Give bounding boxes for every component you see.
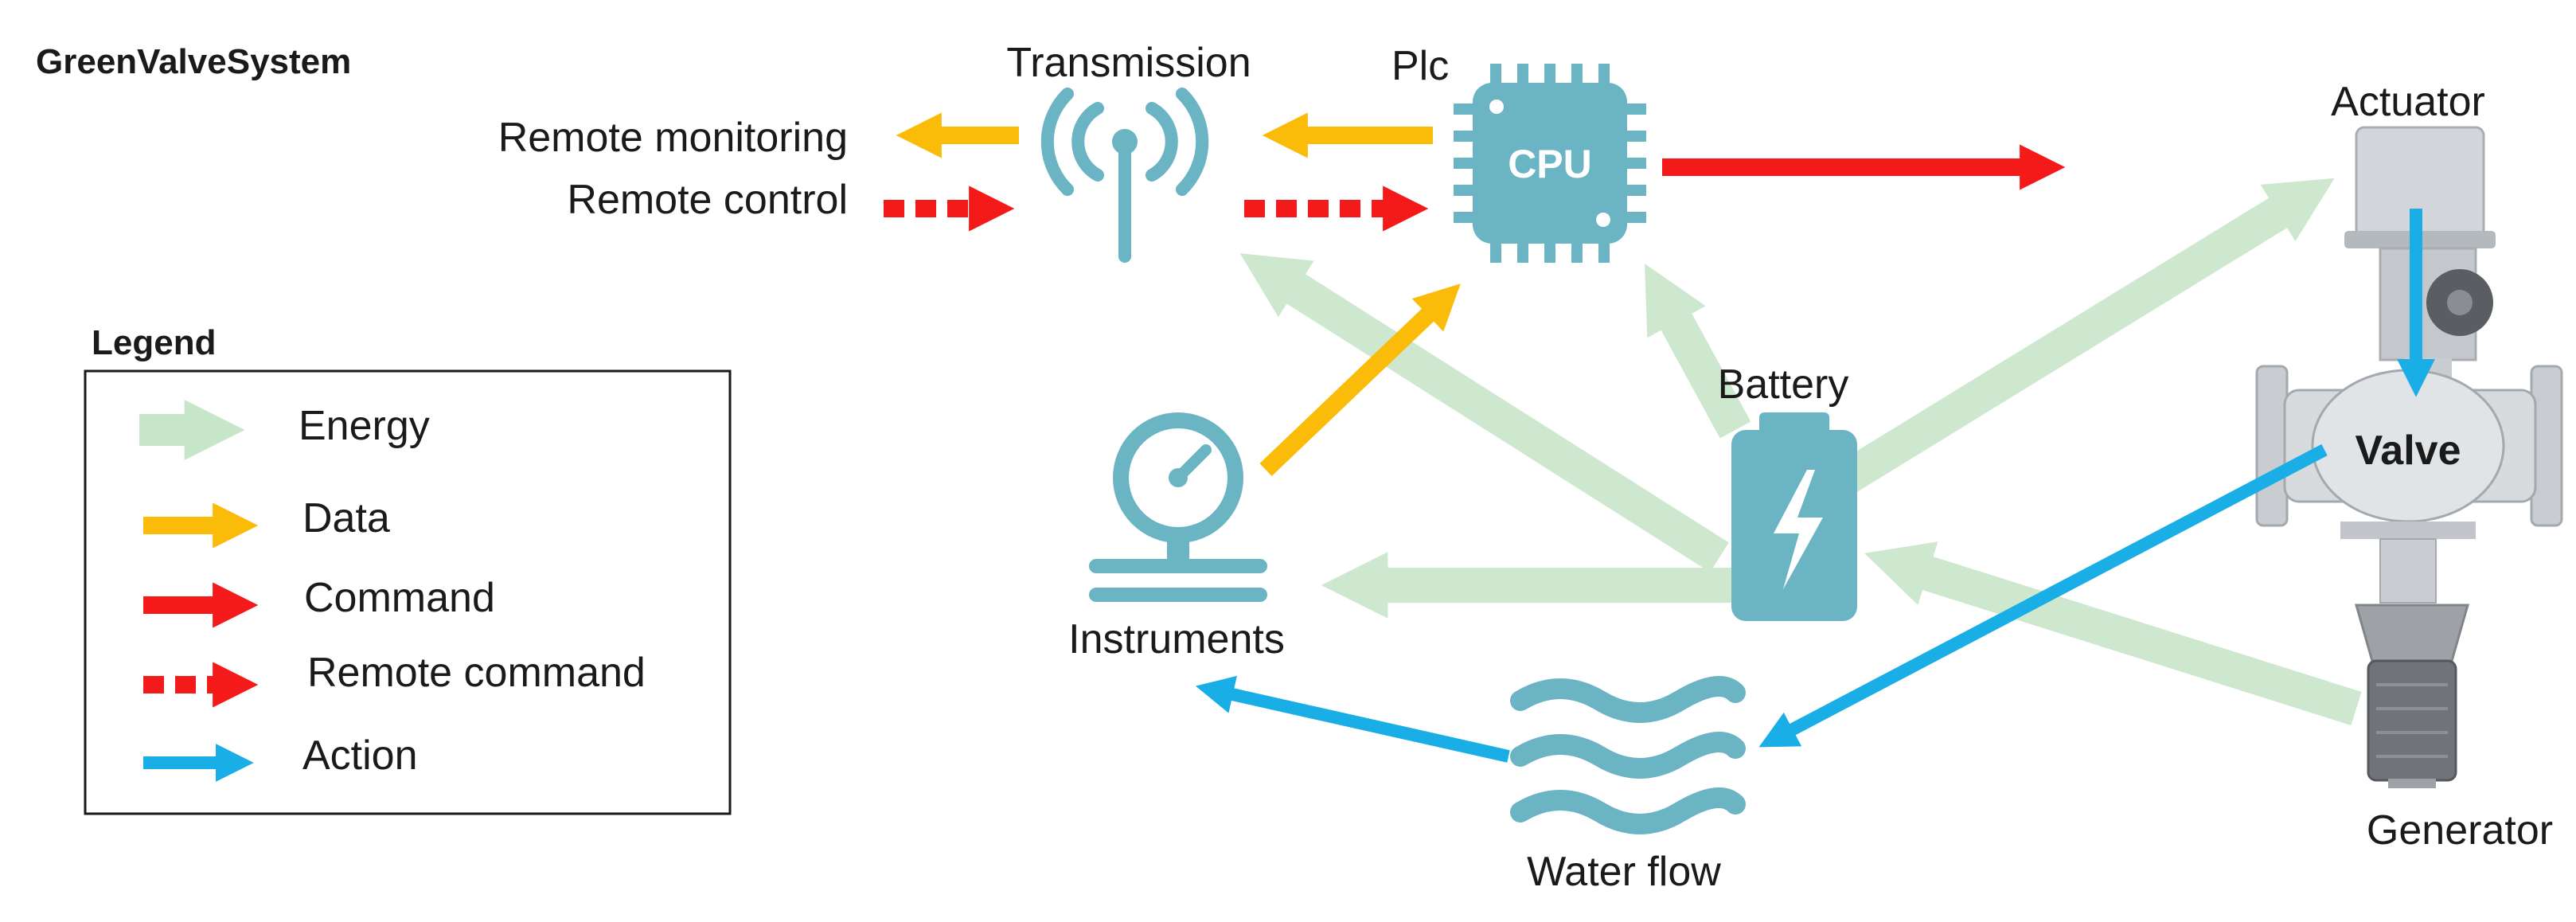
action-arrows	[1195, 209, 2435, 763]
pressure-gauge-icon	[1089, 412, 1267, 602]
legend-label-command: Command	[304, 575, 495, 621]
legend-label-data: Data	[302, 495, 390, 541]
transmission-label: Transmission	[1006, 40, 1251, 86]
legend-label-action: Action	[302, 733, 418, 779]
energy-arrows	[1239, 178, 2362, 725]
actuator-label: Actuator	[2331, 79, 2485, 125]
legend-item-remote-command: Remote command	[143, 650, 646, 708]
command-arrows	[884, 144, 2066, 232]
battery-label: Battery	[1718, 361, 1849, 408]
remote-monitoring-label: Remote monitoring	[498, 115, 848, 161]
valve-label: Valve	[2355, 428, 2461, 474]
antenna-icon	[1040, 88, 1209, 263]
plc-label: Plc	[1391, 43, 1449, 89]
legend-label-energy: Energy	[299, 403, 430, 449]
energy-arrow-generator-to-battery	[1864, 541, 2362, 725]
legend-item-data: Data	[143, 495, 390, 549]
data-arrows	[896, 112, 1461, 476]
energy-arrow-battery-to-actuator	[1837, 178, 2335, 493]
legend-box	[84, 369, 732, 815]
battery-icon	[1731, 412, 1857, 621]
system-title: GreenValveSystem	[36, 42, 351, 81]
legend-item-energy: Energy	[139, 400, 430, 460]
valve-assembly	[2255, 126, 2563, 788]
cpu-label: CPU	[1508, 142, 1592, 186]
legend-label-remote-command: Remote command	[307, 650, 646, 696]
action-arrow-valve-to-water-flow	[1758, 443, 2328, 748]
instruments-label: Instruments	[1068, 616, 1285, 662]
action-arrow-water-flow-to-instruments	[1195, 675, 1510, 763]
legend-item-action: Action	[143, 733, 418, 782]
energy-arrow-battery-to-transmission	[1239, 253, 1729, 572]
generator-body	[2367, 659, 2457, 782]
cpu-chip-icon	[1454, 64, 1646, 263]
data-arrow-instruments-to-plc	[1259, 283, 1461, 476]
water-waves-icon	[1510, 676, 1746, 834]
legend: Legend Energy Data Command Remote comman…	[84, 323, 732, 815]
water-flow-label: Water flow	[1527, 849, 1721, 895]
energy-arrow-battery-to-plc	[1644, 263, 1751, 439]
generator-label: Generator	[2367, 807, 2553, 854]
valve-flange-left	[2255, 365, 2289, 527]
legend-title: Legend	[92, 323, 216, 362]
remote-control-label: Remote control	[567, 177, 848, 223]
legend-item-command: Command	[143, 575, 495, 628]
